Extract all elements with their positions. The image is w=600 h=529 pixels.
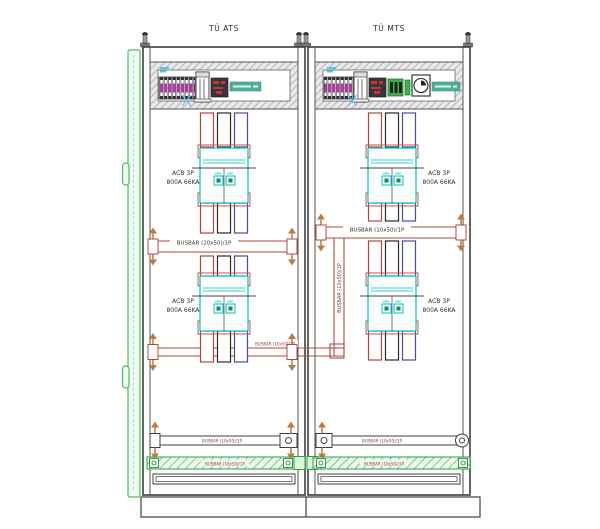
busbar-label-vertical: BUSBAR (10x50)/1P <box>337 263 343 313</box>
busbar-label-mts-upper: BUSBAR (10x50)/1P <box>350 228 405 234</box>
busbar-label-ats-upper: BUSBAR (10x50)/1P <box>177 241 232 247</box>
terminal-block-row <box>158 76 196 100</box>
acb-rating-label: 800A 66KA <box>422 307 456 314</box>
panel-note-mark <box>327 67 336 69</box>
acb-ats-upper: ACB 3P 800A 66KA <box>166 112 257 234</box>
terminal-block-row <box>323 76 355 100</box>
cabinet-mts-frame <box>307 46 471 496</box>
cabinet-ats-frame <box>142 46 306 496</box>
acb-label: ACB 3P <box>428 298 450 305</box>
door-handle-lower <box>121 365 130 389</box>
cabinet-title-ats: TỦ ATS <box>208 23 239 33</box>
busbar-support <box>286 332 298 372</box>
busbar-label-neutral-ats: BUSBAR (10x50)/1P <box>202 439 242 444</box>
wiring-cross-mark <box>347 94 358 107</box>
acb-rating-label: 800A 66KA <box>422 179 456 186</box>
acb-rating-label: 800A 66KA <box>166 307 200 314</box>
busbar-support <box>147 332 159 372</box>
busbar-label-earth-ats: BUSBAR (10x50)/1P <box>205 462 245 467</box>
busbar-support <box>147 226 159 267</box>
device-label-tag <box>229 81 262 92</box>
cabinet-door <box>121 49 141 498</box>
busbar-support <box>455 212 467 253</box>
acb-rating-label: 800A 66KA <box>166 179 200 186</box>
door-handle-upper <box>121 162 130 186</box>
instrument-panel-mts <box>314 61 464 110</box>
gland-tray-ats <box>152 473 296 485</box>
neutral-busbar-mts <box>315 433 469 448</box>
panel-note-mark <box>327 70 333 73</box>
acb-label: ACB 3P <box>428 170 450 177</box>
contactor-device <box>351 71 370 103</box>
instrument-panel-ats <box>149 61 299 110</box>
relay-device <box>210 77 229 98</box>
earth-busbar-mts: BUSBAR (10x50)/1P <box>312 456 471 470</box>
acb-mts-upper: ACB 3P 800A 66KA <box>359 112 456 222</box>
acb-ats-lower: ACB 3P 800A 66KA <box>166 255 257 363</box>
acb-label: ACB 3P <box>172 298 194 305</box>
panel-note-mark <box>160 70 166 73</box>
busbar-support <box>315 212 327 253</box>
contactor-device <box>193 71 212 103</box>
panel-note-mark <box>160 67 169 69</box>
device-label-tag <box>431 81 461 92</box>
busbar-label-neutral-mts: BUSBAR (10x50)/1P <box>362 439 402 444</box>
wiring-cross-mark <box>181 94 192 107</box>
cabinet-title-mts: TỦ MTS <box>372 23 405 33</box>
busbar-support <box>286 226 298 267</box>
gland-tray-mts <box>317 473 461 485</box>
timer-clock-icon <box>411 74 431 97</box>
earth-busbar-ats: BUSBAR (10x50)/1P <box>146 456 299 470</box>
busbar-labels: BUSBAR (10x50)/1P BUSBAR (10x50)/1P BUSB… <box>170 224 411 347</box>
busbar-label-ats-lower: BUSBAR (10x50)/1P <box>255 342 295 347</box>
indicator-device <box>404 79 411 96</box>
acb-mts-lower: ACB 3P 800A 66KA <box>359 240 456 361</box>
earth-bar-wall-link <box>293 456 306 470</box>
neutral-busbar-ats <box>149 433 298 448</box>
busbar-label-earth-mts: BUSBAR (10x50)/1P <box>364 462 404 467</box>
relay-device <box>368 77 387 98</box>
acb-label: ACB 3P <box>172 170 194 177</box>
phase-selector-device <box>387 78 404 97</box>
plinth-base <box>140 496 481 518</box>
